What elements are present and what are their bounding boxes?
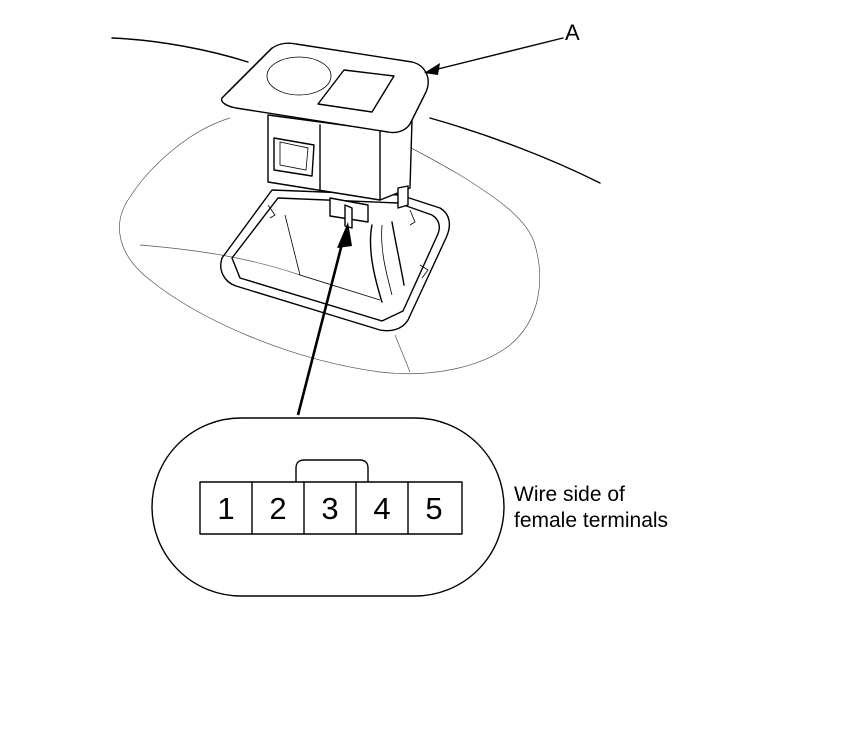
callout-A: A	[424, 20, 580, 75]
caption-line-1: Wire side of	[514, 483, 625, 506]
terminal-3: 3	[321, 491, 338, 526]
callout-letter: A	[565, 20, 580, 45]
connector-pointer-arrow	[296, 222, 352, 416]
caption-line-2: female terminals	[514, 509, 668, 532]
connector-face-view: 1 2 3 4 5	[151, 417, 505, 597]
switch-body-A	[220, 42, 429, 229]
terminal-1: 1	[217, 491, 234, 526]
terminal-4: 4	[373, 491, 390, 526]
panel-edge-lines	[111, 37, 601, 184]
switch-bezel-opening	[220, 189, 451, 332]
terminal-5: 5	[425, 491, 442, 526]
connector-caption: Wire side of female terminals	[514, 483, 668, 532]
terminal-2: 2	[269, 491, 286, 526]
